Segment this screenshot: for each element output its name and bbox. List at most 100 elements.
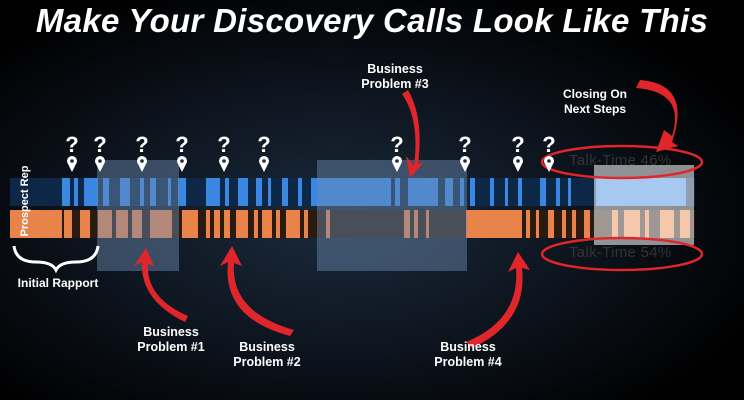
pin-dot xyxy=(463,159,467,163)
question-mark: ? xyxy=(93,132,106,157)
prospect-speech-segment xyxy=(540,178,546,206)
track-axis-label: Prospect Rep xyxy=(19,165,31,237)
rep-talktime-ellipse xyxy=(540,144,704,180)
prospect-speech-segment xyxy=(120,178,130,206)
prospect-talk-time: Talk-Time 54% xyxy=(569,244,672,261)
rep-speech-segment xyxy=(254,210,258,238)
prospect-speech-segment xyxy=(178,178,186,206)
prospect-speech-segment xyxy=(256,178,262,206)
pin-dot xyxy=(395,159,399,163)
business-problem-2-label: Business Problem #2 xyxy=(212,340,322,370)
question-markers: ?????????? xyxy=(65,132,556,172)
arrow-closing-icon xyxy=(636,80,678,152)
pin-dot xyxy=(547,159,551,163)
prospect-speech-segment xyxy=(445,178,453,206)
pin-dot xyxy=(262,159,266,163)
question-mark: ? xyxy=(175,132,188,157)
bp4-line1: Business xyxy=(440,340,496,354)
question-mark: ? xyxy=(390,132,403,157)
location-pin-icon xyxy=(544,156,554,172)
rep-speech-segment xyxy=(584,210,590,238)
prospect-speech-segment xyxy=(103,178,109,206)
location-pin-icon xyxy=(259,156,269,172)
prospect-speech-segment xyxy=(490,178,494,206)
rep-talk-time: Talk-Time 46% xyxy=(569,152,672,169)
location-pin-icon xyxy=(219,156,230,172)
pin-dot xyxy=(222,159,226,163)
prospect-speech-segment xyxy=(168,178,171,206)
prospect-speech-segment xyxy=(62,178,70,206)
rep-speech-segment xyxy=(466,210,522,238)
rep-speech-segment xyxy=(426,210,429,238)
initial-rapport-label: Initial Rapport xyxy=(17,276,99,290)
question-mark: ? xyxy=(458,132,471,157)
rep-speech-segment xyxy=(224,210,230,238)
prospect-speech-segment xyxy=(311,178,391,206)
closing-line2: Next Steps xyxy=(563,102,627,116)
rep-speech-segment xyxy=(262,210,272,238)
pin-dot xyxy=(70,159,74,163)
location-pin-icon xyxy=(177,155,188,172)
question-mark: ? xyxy=(135,132,148,157)
rep-speech-segment xyxy=(572,210,576,238)
rep-speech-segment xyxy=(64,210,72,238)
arrow-icons xyxy=(134,80,678,348)
rep-speech-segment xyxy=(548,210,554,238)
rep-speech-segment xyxy=(236,210,248,238)
location-pin-icon xyxy=(392,156,402,172)
brace-icon xyxy=(12,245,100,274)
business-problem-3-label: Business Problem #3 xyxy=(340,62,450,92)
rep-speech-segment xyxy=(10,210,62,238)
rep-speech-segment xyxy=(526,210,530,238)
arrow-bp1-icon xyxy=(134,248,188,322)
rep-speech-segment xyxy=(80,210,90,238)
headline: Make Your Discovery Calls Look Like This xyxy=(35,2,709,39)
question-mark: ? xyxy=(257,132,270,157)
pin-dot xyxy=(180,159,184,163)
prospect-speech-segment xyxy=(556,178,560,206)
highlight-business-problem-3 xyxy=(317,160,467,271)
rep-speech-segment xyxy=(404,210,410,238)
question-mark: ? xyxy=(542,132,555,157)
bp4-line2: Problem #4 xyxy=(434,355,502,369)
rep-speech-segment xyxy=(98,210,112,238)
prospect-speech-segment xyxy=(460,178,464,206)
bp2-line2: Problem #2 xyxy=(233,355,301,369)
prospect-speech-segment xyxy=(395,178,400,206)
arrow-bp2-icon xyxy=(220,246,294,336)
prospect-speech-segment xyxy=(568,178,571,206)
prospect-speech-segment xyxy=(238,178,248,206)
prospect-speech-segment xyxy=(150,178,156,206)
business-problem-1-label: Business Problem #1 xyxy=(116,325,226,355)
arrow-bp3-icon xyxy=(402,90,424,178)
prospect-speech-segment xyxy=(268,178,271,206)
question-mark: ? xyxy=(217,132,230,157)
question-mark: ? xyxy=(511,132,524,157)
prospect-speech-segment xyxy=(298,178,302,206)
location-pin-icon xyxy=(460,156,471,172)
prospect-speech-segment xyxy=(74,178,78,206)
location-pin-icon xyxy=(137,156,148,172)
prospect-speech-segment xyxy=(505,178,508,206)
business-problem-4-label: Business Problem #4 xyxy=(413,340,523,370)
rep-speech-segment xyxy=(562,210,566,238)
prospect-speech-segment xyxy=(470,178,475,206)
bp1-line2: Problem #1 xyxy=(137,340,205,354)
rep-speech-segment xyxy=(536,210,539,238)
rep-speech-segment xyxy=(116,210,128,238)
bp3-line2: Problem #3 xyxy=(361,77,429,91)
rep-speech-segment xyxy=(206,210,210,238)
closing-line1: Closing On xyxy=(563,87,627,101)
prospect-speech-segment xyxy=(84,178,98,206)
rep-speech-segment xyxy=(286,210,300,238)
question-mark: ? xyxy=(65,132,78,157)
prospect-speech-segment xyxy=(518,178,522,206)
pin-dot xyxy=(98,159,102,163)
bp1-line1: Business xyxy=(143,325,199,339)
rep-speech-segment xyxy=(276,210,280,238)
prospect-speech-segment xyxy=(206,178,220,206)
highlight-business-problem-1 xyxy=(97,160,179,271)
location-pin-icon xyxy=(95,156,105,172)
